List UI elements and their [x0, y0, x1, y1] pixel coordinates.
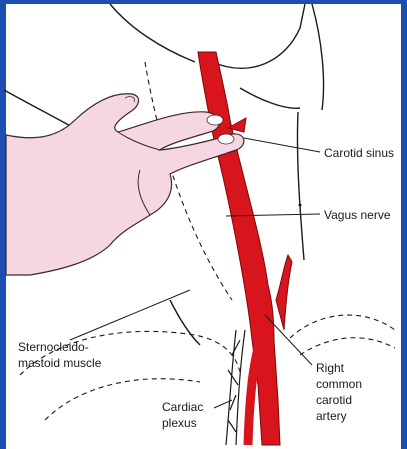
- label-carotid-sinus: Carotid sinus: [324, 146, 394, 160]
- label-rcca-line2: common: [316, 377, 362, 391]
- plexus-strand-1: [226, 330, 236, 445]
- frame-right-edge: [401, 0, 407, 449]
- label-scm-line2: mastoid muscle: [18, 356, 102, 370]
- subclavian-branch: [276, 255, 292, 330]
- label-cardiac-line2: plexus: [162, 416, 197, 430]
- plexus-strand-2: [236, 330, 245, 445]
- label-cardiac-line1: Cardiac: [162, 400, 203, 414]
- frame-top-edge: [0, 0, 407, 4]
- frame-left-edge: [0, 0, 6, 449]
- collarbone-left-line: [170, 300, 200, 345]
- face-profile-line: [312, 4, 324, 110]
- throat-front-line: [297, 112, 304, 260]
- leader-carotid-sinus: [244, 138, 320, 152]
- label-vagus-nerve: Vagus nerve: [324, 208, 391, 222]
- jaw-line-right: [212, 4, 305, 68]
- jaw-line-left: [110, 4, 195, 62]
- cardiac-plexus-nerves: [226, 330, 245, 445]
- label-rcca-line3: carotid: [316, 393, 352, 407]
- chin-under-line: [240, 88, 300, 108]
- label-rcca-line4: artery: [316, 409, 347, 423]
- palpating-hand-icon: [6, 94, 244, 275]
- label-scm-line1: Sternocleido-: [18, 340, 89, 354]
- label-rcca-line1: Right: [316, 361, 345, 375]
- vagus-marker-dot: [299, 204, 302, 207]
- clavicle-inner-right: [300, 338, 395, 355]
- clavicle-outline-right: [290, 315, 395, 338]
